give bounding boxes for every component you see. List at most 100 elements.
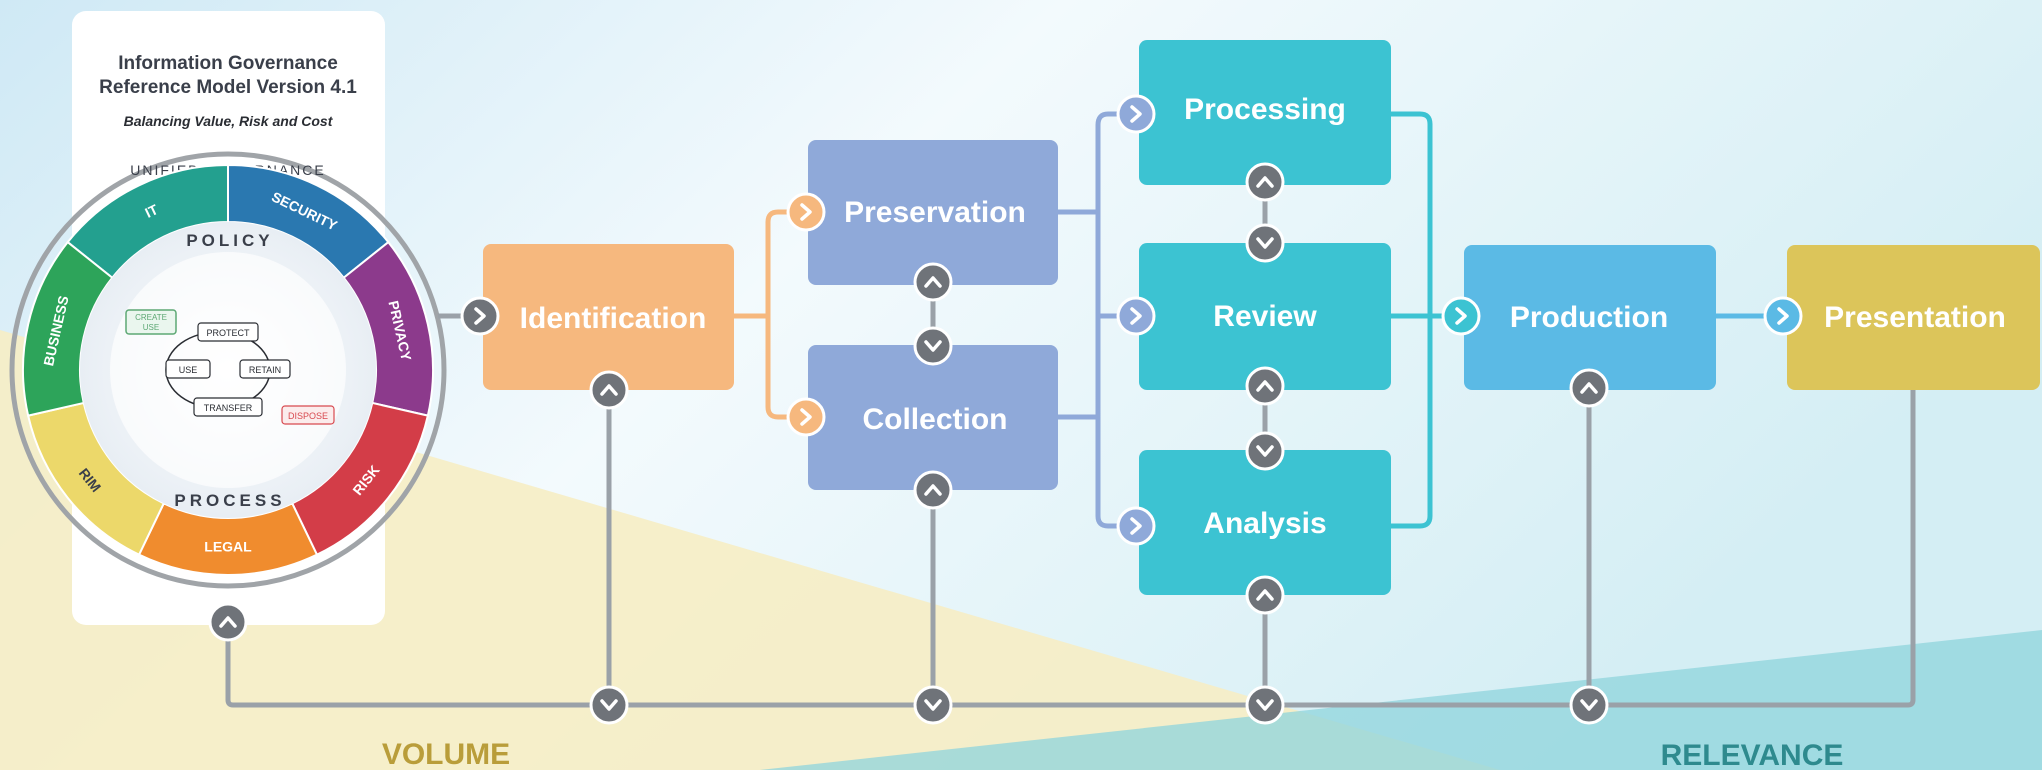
collection-label: Collection: [862, 403, 1007, 436]
chevron-up-icon: [924, 484, 942, 496]
production-loop-button[interactable]: [1569, 685, 1609, 725]
chevron-down-icon: [1256, 237, 1274, 249]
button-circle: [460, 296, 500, 336]
lifecycle-use-box: [165, 359, 211, 379]
lifecycle-protect: PROTECT: [206, 328, 250, 338]
card-title-line2: Reference Model Version 4.1: [99, 77, 357, 98]
chevron-up-icon: [924, 276, 942, 288]
processing-box[interactable]: [1139, 40, 1391, 185]
identification-up-button[interactable]: [589, 370, 629, 410]
collection-down-button[interactable]: [913, 326, 953, 366]
review-up-button[interactable]: [1245, 366, 1285, 406]
button-circle: [1116, 506, 1156, 546]
collection-loop-button[interactable]: [913, 685, 953, 725]
card-title-line1: Information Governance: [118, 53, 338, 74]
chevron-down-icon: [1256, 445, 1274, 457]
review-down-button[interactable]: [1245, 223, 1285, 263]
button-circle: [1245, 162, 1285, 202]
preservation-box[interactable]: [808, 140, 1058, 285]
analysis-down-button[interactable]: [1245, 431, 1285, 471]
review-box[interactable]: [1139, 243, 1391, 390]
button-circle: [1245, 685, 1285, 725]
identification-input-button[interactable]: [460, 296, 500, 336]
chevron-right-icon: [1130, 105, 1142, 123]
policy-label: POLICY: [186, 231, 273, 250]
review-input-button[interactable]: [1116, 296, 1156, 336]
button-circle: [208, 602, 248, 642]
analysis-loop-button[interactable]: [1245, 685, 1285, 725]
analysis-label: Analysis: [1203, 507, 1326, 540]
feedback-loop-line: [225, 390, 1916, 708]
identification-loop-button[interactable]: [589, 685, 629, 725]
button-circle: [1763, 296, 1803, 336]
governance-wheel: UNIFIED GOVERNANCE ITSECURITYPRIVACYRISK…: [9, 151, 447, 589]
identification-branch-line: [734, 209, 808, 420]
lifecycle-transfer-box: [193, 397, 263, 417]
flow-buttons: [208, 94, 1803, 725]
chevron-right-icon: [1130, 517, 1142, 535]
preservation-up-button[interactable]: [913, 262, 953, 302]
chevron-right-icon: [800, 203, 812, 221]
button-circle: [786, 192, 826, 232]
collection-input-button[interactable]: [786, 397, 826, 437]
processing-label: Processing: [1184, 93, 1346, 126]
wheel-label-legal: LEGAL: [204, 539, 252, 555]
review-label: Review: [1213, 300, 1317, 333]
production-label: Production: [1510, 301, 1668, 334]
production-box[interactable]: [1464, 245, 1716, 390]
lifecycle-protect-box: [197, 322, 259, 342]
lifecycle-dispose-box: [281, 405, 335, 425]
collection-up-button[interactable]: [913, 470, 953, 510]
lifecycle-dispose: DISPOSE: [288, 411, 328, 421]
identification-box[interactable]: [483, 244, 734, 390]
lifecycle-create: CREATE: [135, 313, 167, 322]
processing-input-button[interactable]: [1116, 94, 1156, 134]
production-input-button[interactable]: [1441, 296, 1481, 336]
button-circle: [1116, 296, 1156, 336]
presentation-input-button[interactable]: [1763, 296, 1803, 336]
chevron-down-icon: [1580, 699, 1598, 711]
chevron-up-icon: [1256, 176, 1274, 188]
analysis-up-button[interactable]: [1245, 575, 1285, 615]
lifecycle-use: USE: [179, 365, 198, 375]
button-circle: [1245, 431, 1285, 471]
presentation-label: Presentation: [1824, 301, 2006, 334]
governance-up-button[interactable]: [208, 602, 248, 642]
processing-up-button[interactable]: [1245, 162, 1285, 202]
lifecycle-transfer: TRANSFER: [204, 403, 253, 413]
analysis-box[interactable]: [1139, 450, 1391, 595]
collection-box[interactable]: [808, 345, 1058, 490]
chevron-up-icon: [1256, 589, 1274, 601]
card-subtitle: Balancing Value, Risk and Cost: [124, 113, 334, 129]
chevron-down-icon: [924, 340, 942, 352]
analysis-input-button[interactable]: [1116, 506, 1156, 546]
button-circle: [1569, 685, 1609, 725]
button-circle: [1245, 575, 1285, 615]
button-circle: [589, 685, 629, 725]
button-circle: [1116, 94, 1156, 134]
wheel-core: [110, 252, 346, 488]
volume-label: VOLUME: [382, 738, 510, 770]
chevron-right-icon: [1130, 307, 1142, 325]
production-up-button[interactable]: [1569, 368, 1609, 408]
presentation-box[interactable]: [1787, 245, 2040, 390]
preservation-input-button[interactable]: [786, 192, 826, 232]
lifecycle-retain-box: [239, 359, 291, 379]
chevron-right-icon: [1455, 307, 1467, 325]
button-circle: [589, 370, 629, 410]
chevron-right-icon: [1777, 307, 1789, 325]
button-circle: [786, 397, 826, 437]
relevance-wedge: [760, 630, 2042, 770]
process-label: PROCESS: [174, 491, 285, 510]
chevron-up-icon: [219, 616, 237, 628]
chevron-up-icon: [1580, 382, 1598, 394]
button-circle: [1569, 368, 1609, 408]
button-circle: [1245, 366, 1285, 406]
button-circle: [1245, 223, 1285, 263]
chevron-down-icon: [1256, 699, 1274, 711]
chevron-right-icon: [474, 307, 486, 325]
chevron-up-icon: [600, 384, 618, 396]
lifecycle-create-box: [125, 309, 177, 335]
chevron-down-icon: [924, 699, 942, 711]
